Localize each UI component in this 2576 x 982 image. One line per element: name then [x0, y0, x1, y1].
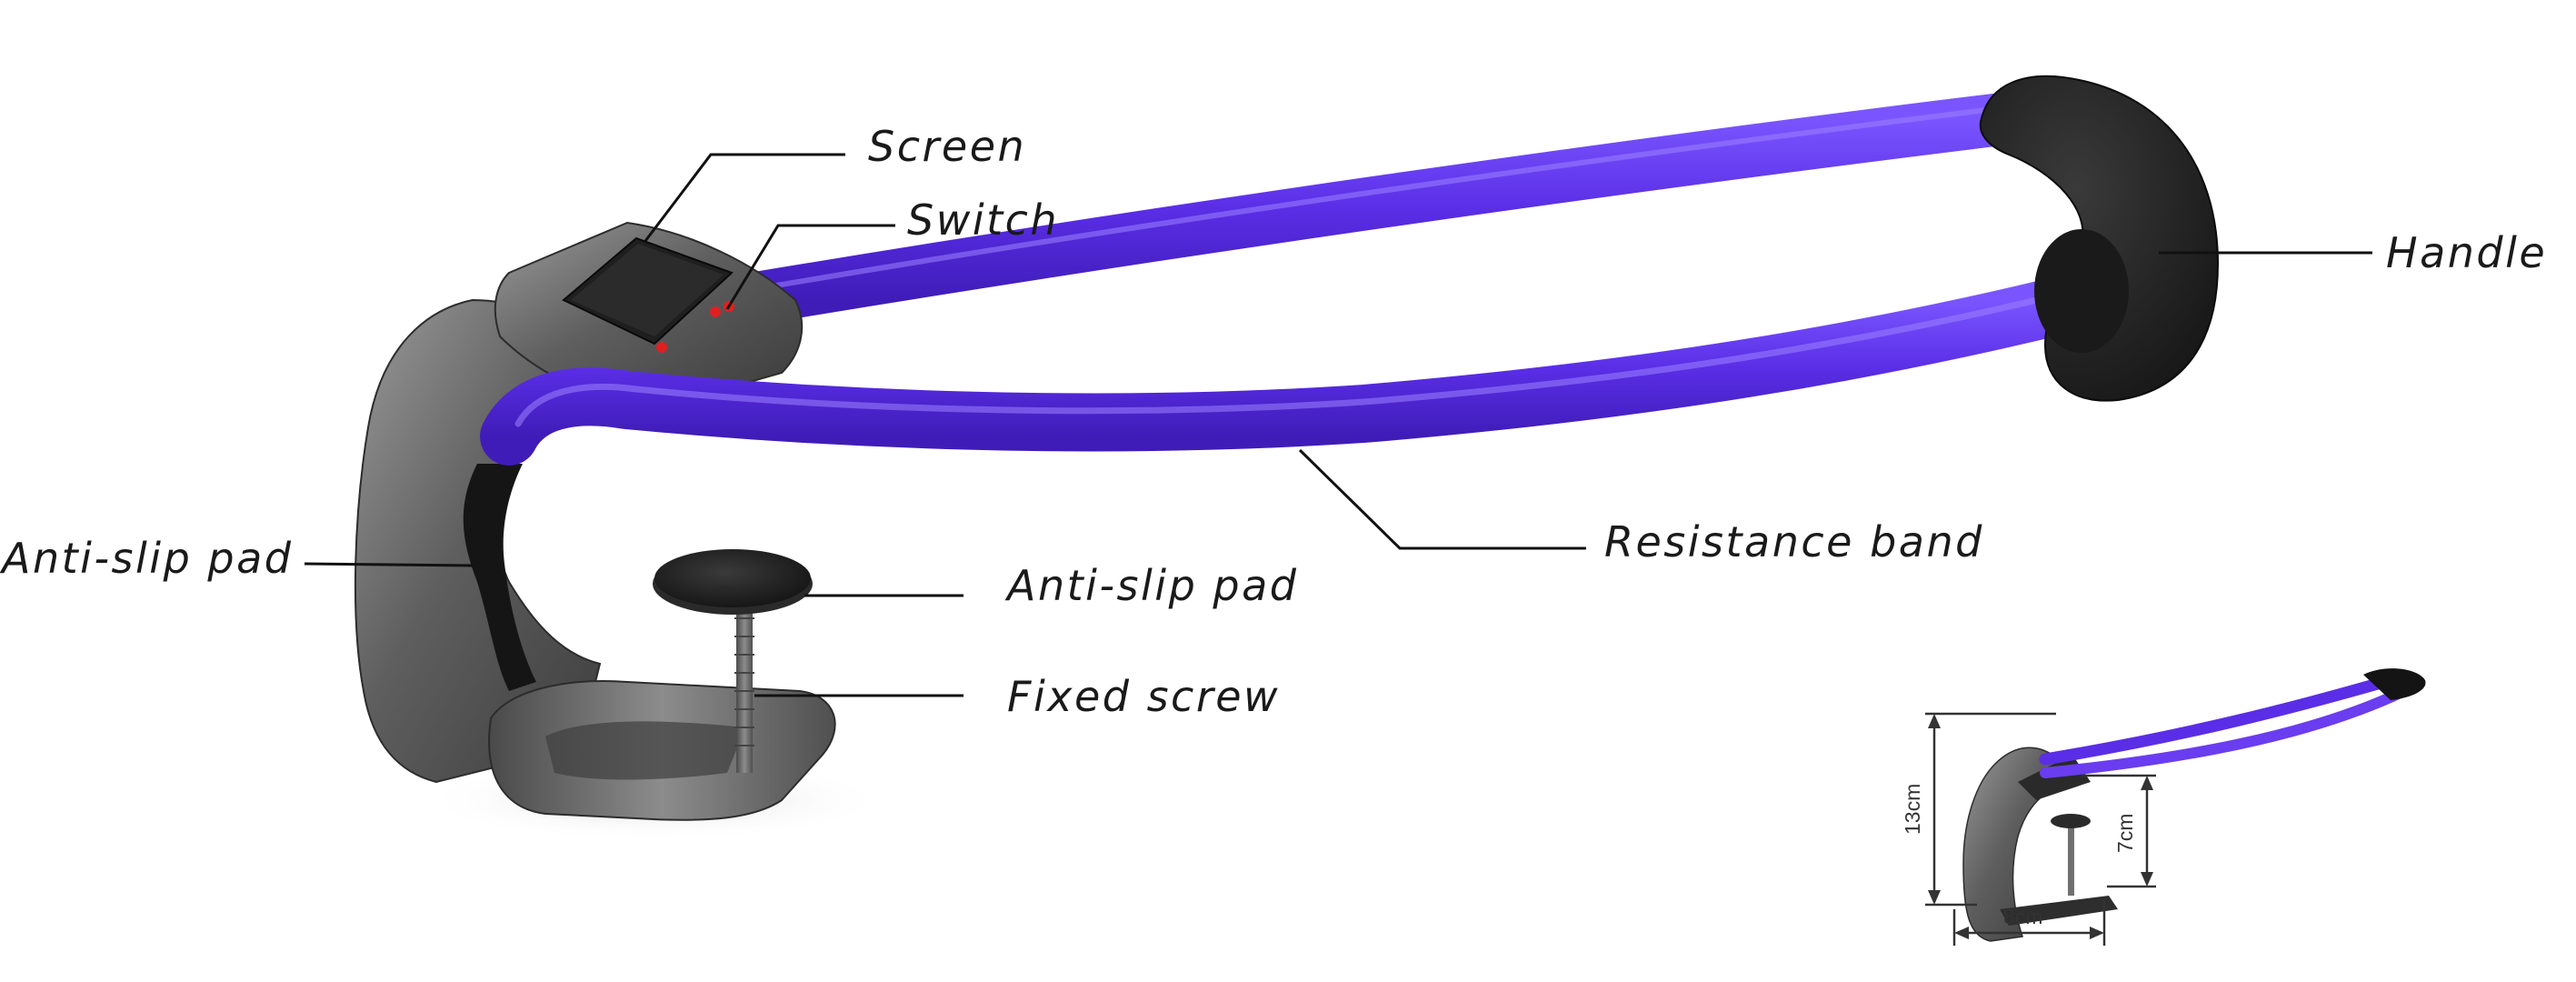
dim-8cm-arrow-right [2090, 927, 2104, 939]
center-anti-slip-pad [654, 549, 811, 607]
handle-socket [2034, 229, 2129, 353]
label-screen: Screen [868, 122, 1026, 171]
dim-8cm-arrow-left [1954, 927, 1969, 939]
dim-7cm-arrow-bottom [2141, 872, 2153, 887]
switch-dot-1 [710, 306, 721, 317]
inset-pad [2051, 814, 2091, 828]
label-switch: Switch [907, 195, 1059, 245]
label-anti-slip-pad-left: Anti-slip pad [0, 534, 293, 583]
dim-label-7cm: 7cm [2113, 814, 2137, 853]
label-anti-slip-pad-center: Anti-slip pad [1004, 561, 1298, 610]
inset-band-lower [2045, 691, 2404, 773]
dim-7cm-arrow-top [2141, 776, 2153, 790]
jaw-recess [545, 721, 745, 779]
left-anti-slip-pad-leader [305, 564, 473, 566]
dim-label-8cm: 8cm [2003, 905, 2042, 928]
label-fixed-screw: Fixed screw [1007, 672, 1280, 721]
dimension-inset: 13cm 7cm 8cm [1901, 668, 2425, 946]
fixed-screw-shaft [736, 600, 753, 773]
screen-leader [645, 155, 845, 241]
dim-label-13cm: 13cm [1901, 784, 1924, 835]
inset-screw [2068, 823, 2074, 896]
label-resistance-band: Resistance band [1604, 517, 1984, 566]
dim-13cm-arrow-bottom [1928, 890, 1941, 905]
dim-13cm-arrow-top [1928, 714, 1941, 728]
label-handle: Handle [2386, 228, 2547, 277]
resistance-band-leader [1300, 450, 1586, 548]
switch-dot-3 [656, 342, 667, 353]
